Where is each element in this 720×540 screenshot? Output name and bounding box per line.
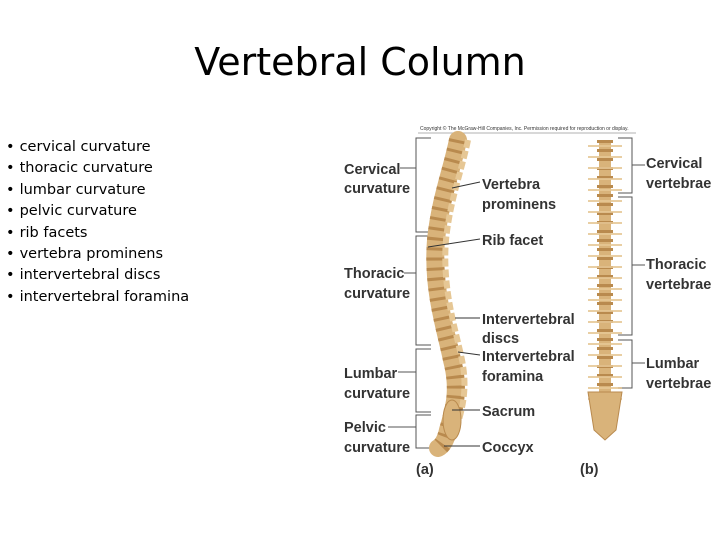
vertebral-column-figure: Copyright © The McGraw-Hill Companies, I… [340, 122, 720, 482]
lumbar-vertebrae-label-1: Lumbar [646, 356, 700, 372]
bullet-item: intervertebral foramina [6, 287, 190, 308]
bullet-item: intervertebral discs [6, 265, 189, 286]
lumbar-vertebrae-label-2: vertebrae [646, 376, 711, 392]
bullet-item: vertebra prominens [6, 244, 189, 265]
lumbar-curvature-label-1: Lumbar [344, 366, 398, 382]
sacrum-label: Sacrum [482, 404, 535, 420]
cervical-curvature-label-1: Cervical [344, 162, 400, 178]
vertebra-prominens-label-2: prominens [482, 197, 556, 213]
thoracic-curvature-label-1: Thoracic [344, 266, 404, 282]
thoracic-curvature-label-2: curvature [344, 286, 410, 302]
cervical-vertebrae-label-2: vertebrae [646, 176, 711, 192]
cervical-vertebrae-label-1: Cervical [646, 156, 702, 172]
cervical-curvature-label-2: curvature [344, 181, 410, 197]
lumbar-curvature-label-2: curvature [344, 386, 410, 402]
bullet-item: lumbar curvature [6, 180, 189, 201]
coccyx-label: Coccyx [482, 440, 534, 456]
panel-a-label: (a) [416, 462, 434, 478]
rib-facet-label: Rib facet [482, 233, 543, 249]
posterior-spine-illustration [587, 140, 623, 441]
bullet-item: rib facets [6, 223, 189, 244]
intervertebral-discs-label-2: discs [482, 331, 519, 347]
bullet-item: cervical curvature [6, 137, 189, 158]
pelvic-curvature-label-2: curvature [344, 440, 410, 456]
bullet-list: cervical curvature thoracic curvature lu… [6, 137, 190, 308]
copyright-note: Copyright © The McGraw-Hill Companies, I… [420, 125, 629, 132]
pelvic-curvature-label-1: Pelvic [344, 420, 386, 436]
lateral-spine-illustration [426, 131, 471, 457]
vertebra-prominens-label-1: Vertebra [482, 177, 541, 193]
bullet-item: thoracic curvature [6, 158, 189, 179]
panel-b-label: (b) [580, 462, 599, 478]
thoracic-vertebrae-label-1: Thoracic [646, 257, 706, 273]
intervertebral-discs-label-1: Intervertebral [482, 312, 575, 328]
slide-title: Vertebral Column [194, 40, 526, 84]
bullet-item: pelvic curvature [6, 201, 189, 222]
intervertebral-foramina-label-1: Intervertebral [482, 349, 575, 365]
thoracic-vertebrae-label-2: vertebrae [646, 277, 711, 293]
intervertebral-foramina-label-2: foramina [482, 369, 544, 385]
